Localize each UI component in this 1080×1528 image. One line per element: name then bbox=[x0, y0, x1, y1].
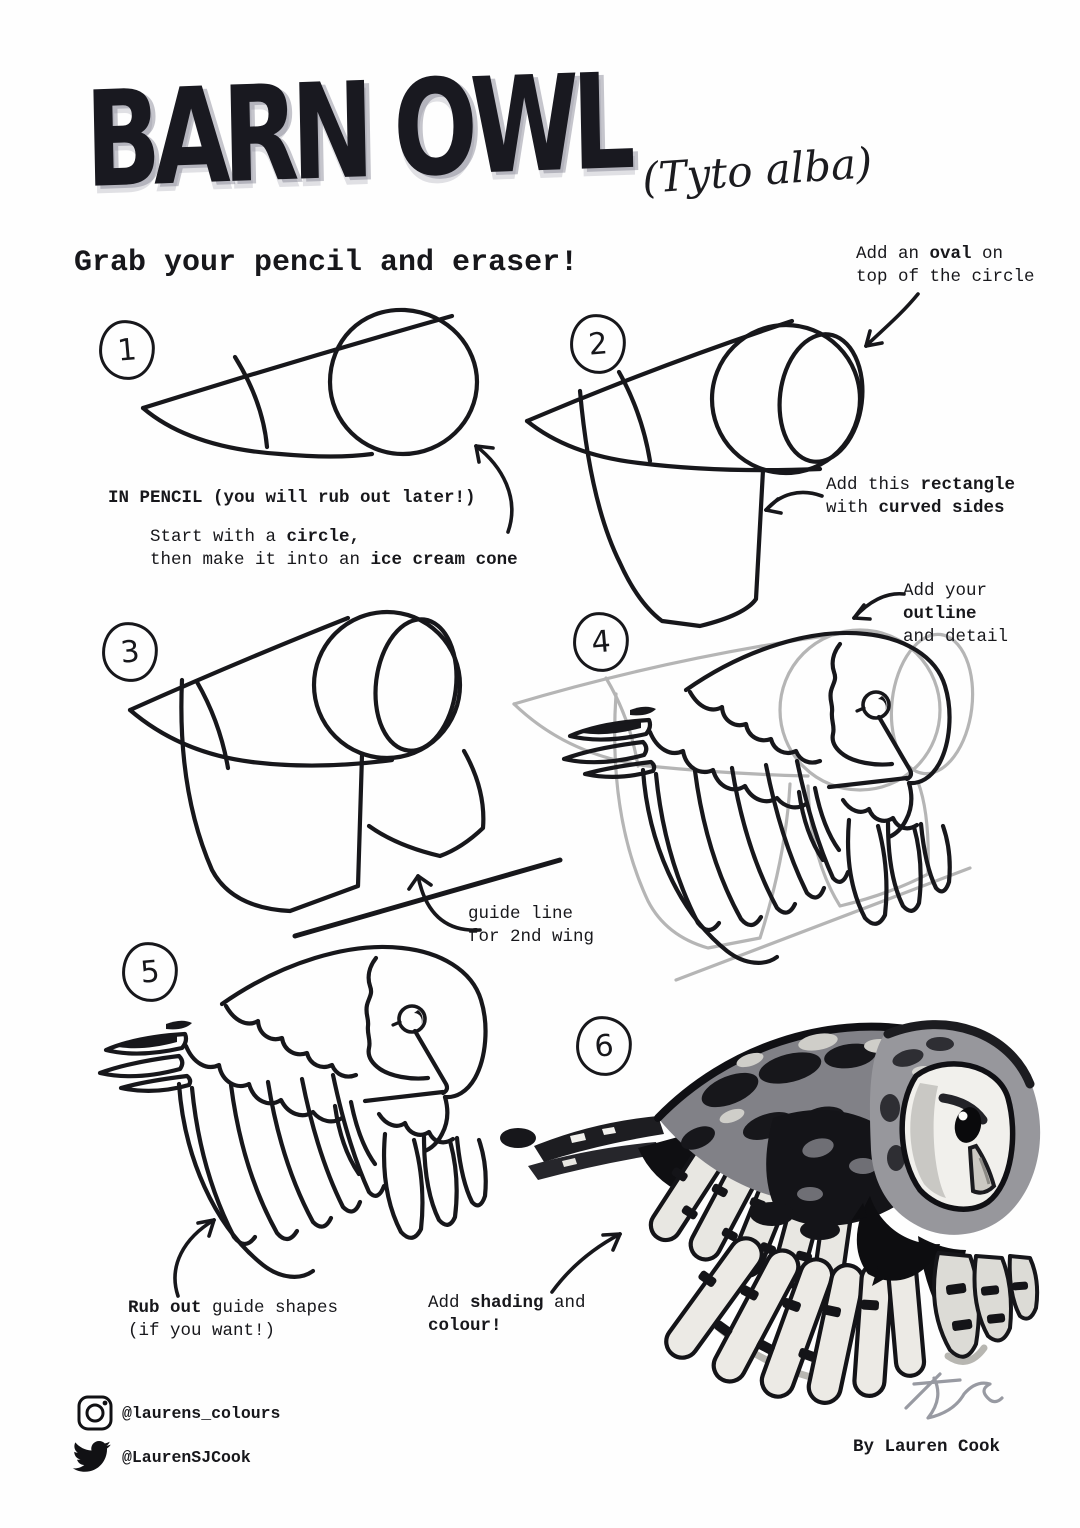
intro-heading: Grab your pencil and eraser! bbox=[74, 246, 579, 280]
curved-arrow-icon bbox=[852, 592, 906, 621]
twitter-bird-icon bbox=[72, 1441, 111, 1472]
step-4-owl-with-guides bbox=[512, 628, 975, 982]
curved-arrow-icon bbox=[407, 874, 482, 932]
note-in-pencil: IN PENCIL (you will rub out later!) bbox=[108, 488, 476, 508]
step-3-shapes-sketch bbox=[127, 609, 563, 939]
curved-arrow-icon bbox=[550, 1232, 622, 1294]
instagram-icon bbox=[77, 1395, 113, 1431]
note-rub-out: Rub out guide shapes(if you want!) bbox=[128, 1298, 339, 1342]
step-5-owl-outline bbox=[78, 930, 506, 1286]
note-start-circle: Start with a circle,then make it into an… bbox=[150, 527, 518, 571]
latin-name: (Tyto alba) bbox=[640, 138, 874, 203]
instagram-handle: @laurens_colours bbox=[122, 1404, 281, 1423]
curved-arrow-icon bbox=[864, 292, 920, 348]
author-credit: By Lauren Cook bbox=[853, 1437, 1001, 1457]
step-2-shapes-sketch bbox=[524, 318, 865, 629]
step-6-shaded-owl bbox=[500, 1020, 1041, 1405]
step-1-cone-sketch bbox=[140, 307, 480, 459]
curved-arrow-icon bbox=[173, 1218, 216, 1298]
curved-arrow-icon bbox=[764, 490, 824, 515]
curved-arrow-icon bbox=[474, 444, 514, 534]
signature-scribble bbox=[904, 1372, 1004, 1420]
page-title: BARN OWL bbox=[83, 43, 629, 218]
twitter-handle: @LaurenSJCook bbox=[122, 1448, 251, 1467]
